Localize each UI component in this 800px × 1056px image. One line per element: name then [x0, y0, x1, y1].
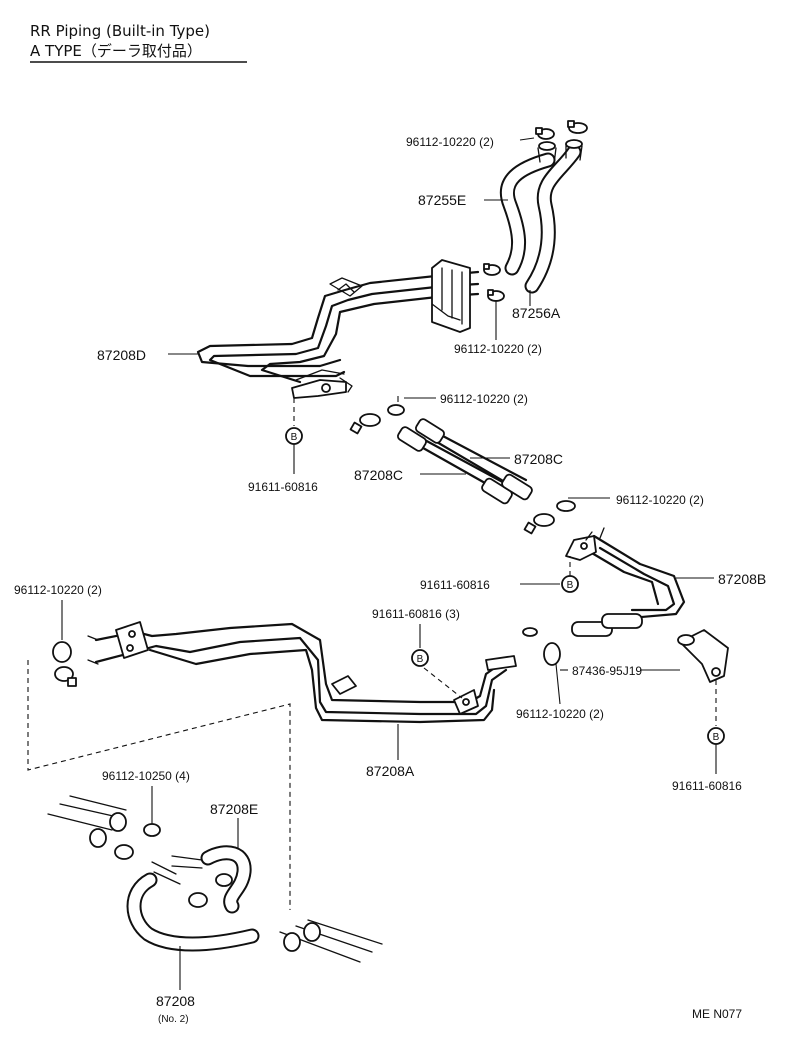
- callout-87208E: 87208E: [210, 801, 258, 817]
- bracket-87208D: [291, 369, 353, 399]
- callout-87208C-right: 87208C: [514, 451, 563, 467]
- bolt-marker-b: B: [520, 556, 579, 593]
- svg-text:B: B: [713, 732, 720, 743]
- callout-87208-no2: (No. 2): [158, 1014, 189, 1025]
- callout-96112-10250: 96112-10250 (4): [102, 769, 190, 783]
- callout-96112-10220-mid: 96112-10220 (2): [454, 342, 542, 356]
- pipe-87208B: [565, 527, 686, 637]
- inset-boundary: [27, 660, 291, 910]
- title-line-1: RR Piping (Built-in Type): [30, 22, 210, 40]
- callout-96112-10220-top: 96112-10220 (2): [406, 135, 494, 149]
- hose-top-caps: [537, 139, 583, 165]
- callout-87255E: 87255E: [418, 192, 466, 208]
- leader-lines: [61, 137, 714, 990]
- callout-87208: 87208: [156, 993, 195, 1009]
- clamp-87208B-left: [522, 627, 561, 666]
- clamp-87208A-right: [485, 655, 517, 671]
- clamp-mid-pair: [483, 263, 505, 302]
- pipe-87208D: [196, 259, 480, 384]
- callout-96112-10220-left: 96112-10220 (2): [14, 583, 102, 597]
- callout-87208D: 87208D: [97, 347, 146, 363]
- svg-text:B: B: [417, 654, 424, 665]
- clamps-inset: [114, 823, 233, 908]
- clamp-top-pair: [535, 120, 588, 140]
- bolt-marker-3: B: [411, 624, 463, 699]
- pipe-87208C: [397, 418, 533, 505]
- clamp-87208A-left: [52, 641, 77, 687]
- hose-87256A: [524, 144, 582, 294]
- callout-91611-60816-left: 91611-60816: [248, 480, 318, 494]
- callout-96112-10220-b: 96112-10220 (2): [616, 493, 704, 507]
- svg-text:B: B: [567, 580, 574, 591]
- callout-87208C-left: 87208C: [354, 467, 403, 483]
- diagram-code: ME N077: [692, 1007, 742, 1021]
- callout-87256A: 87256A: [512, 305, 561, 321]
- callout-87208A: 87208A: [366, 763, 415, 779]
- clamp-87208C-upper: [349, 404, 405, 435]
- callout-91611-60816-3: 91611-60816 (3): [372, 607, 460, 621]
- clamp-87208C-lower: [523, 500, 576, 535]
- bracket-87436-95J19: [677, 629, 729, 683]
- callout-91611-60816-b: 91611-60816: [420, 578, 490, 592]
- svg-text:B: B: [291, 432, 298, 443]
- hose-87208-no2: [126, 861, 260, 952]
- bolt-marker-right: B: [707, 680, 725, 774]
- hose-87255E: [500, 152, 556, 276]
- bolt-marker-left: B: [285, 398, 303, 474]
- hose-87208E: [171, 845, 252, 914]
- pipe-87208A: [87, 621, 508, 724]
- callout-91611-60816-right: 91611-60816: [672, 779, 742, 793]
- hatched-pipe-ends: [47, 795, 383, 963]
- title-line-2: A TYPE（デーラ取付品）: [30, 42, 202, 60]
- callout-87208B: 87208B: [718, 571, 766, 587]
- callout-96112-10220-low: 96112-10220 (2): [516, 707, 604, 721]
- callout-87436-95J19: 87436-95J19: [572, 664, 642, 678]
- callout-96112-10220-c: 96112-10220 (2): [440, 392, 528, 406]
